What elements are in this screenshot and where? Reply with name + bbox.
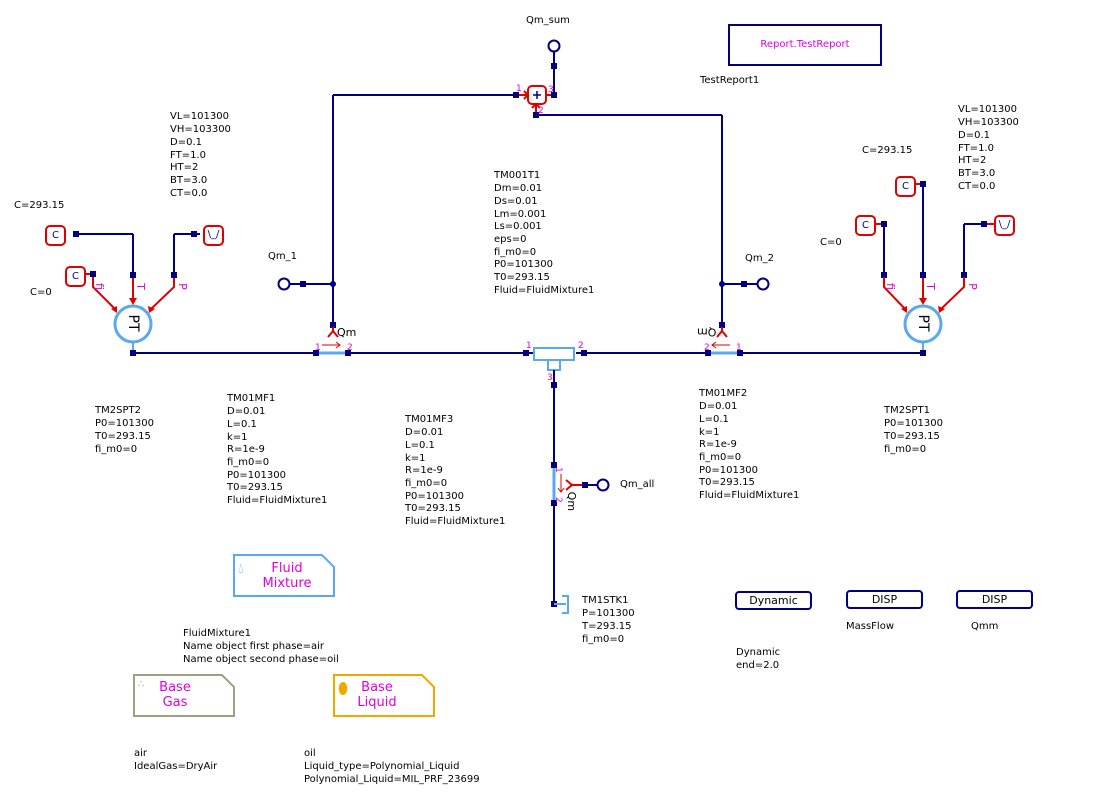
qm-all-flow-label: Qm <box>565 491 579 512</box>
right-flow-wire <box>536 114 770 338</box>
left-temp-const-label: C=293.15 <box>14 200 65 211</box>
right-fi-const-block[interactable]: C <box>855 215 876 236</box>
dynamic-block[interactable]: Dynamic <box>735 591 812 610</box>
disp-qmm-name: Qmm <box>971 621 999 632</box>
svg-text:1: 1 <box>516 84 522 94</box>
svg-text:1: 1 <box>736 343 742 353</box>
valve-glyph-icon: \_/ <box>998 219 1011 230</box>
report-label: Report.TestReport <box>760 39 850 50</box>
right-pt-source[interactable] <box>874 181 994 356</box>
pipe-mf2[interactable]: 2 1 <box>704 341 743 356</box>
svg-text:2: 2 <box>553 497 563 503</box>
svg-text:1: 1 <box>526 341 532 351</box>
svg-text:2: 2 <box>538 106 544 116</box>
const-glyph: C <box>72 271 79 282</box>
right-temp-const-block[interactable]: C <box>895 176 916 197</box>
disp-massflow-block[interactable]: DISP <box>846 590 923 609</box>
left-temp-const-block[interactable]: C <box>45 225 66 246</box>
disp-qmm-block[interactable]: DISP <box>956 590 1033 609</box>
left-flow-wire <box>277 92 519 338</box>
right-pin-fi: fi <box>883 283 897 290</box>
left-fi-const-label: C=0 <box>30 287 52 298</box>
const-glyph: C <box>862 220 869 231</box>
sum-block[interactable]: 1 3 2 <box>516 39 561 119</box>
qm-2-label: Qm_2 <box>745 253 774 264</box>
left-pressure-source-block[interactable]: \_/ <box>203 225 224 246</box>
base-gas-block[interactable] <box>133 674 235 717</box>
right-temp-const-label: C=293.15 <box>862 145 913 156</box>
report-name: TestReport1 <box>700 75 760 86</box>
qm-1-label: Qm_1 <box>268 251 297 262</box>
right-pin-t: T <box>923 283 937 290</box>
svg-text:1: 1 <box>315 343 321 353</box>
svg-text:3: 3 <box>548 85 554 95</box>
qm-left-flow-label: Qm <box>337 326 357 339</box>
svg-text:3: 3 <box>547 373 553 383</box>
fluid-mixture-block[interactable] <box>233 554 335 597</box>
left-pin-fi: fi <box>92 283 106 290</box>
left-pin-p: P <box>175 283 189 290</box>
right-pt-glyph: PT <box>915 314 931 332</box>
right-fi-const-label: C=0 <box>820 237 842 248</box>
disp-massflow-name: MassFlow <box>846 621 895 632</box>
const-glyph: C <box>52 230 59 241</box>
tee-junction[interactable]: 1 2 3 <box>523 341 587 383</box>
svg-text:2: 2 <box>578 341 584 351</box>
left-pt-glyph: PT <box>125 314 141 332</box>
base-liquid-block[interactable] <box>333 674 435 717</box>
left-pt-source[interactable] <box>73 231 200 356</box>
svg-text:2: 2 <box>704 343 710 353</box>
qm-sum-label: Qm_sum <box>526 15 570 26</box>
const-glyph: C <box>902 181 909 192</box>
qm-right-flow-label: Qm <box>697 325 717 339</box>
report-block[interactable]: Report.TestReport <box>728 24 882 66</box>
pipe-mf1[interactable]: 1 2 <box>313 341 353 356</box>
svg-text:1: 1 <box>553 467 563 473</box>
left-pin-t: T <box>133 283 147 290</box>
right-pin-p: P <box>965 283 979 290</box>
left-fi-const-block[interactable]: C <box>65 266 86 287</box>
svg-text:2: 2 <box>347 343 353 353</box>
gas-bubbles-icon: ∴ <box>138 679 145 690</box>
right-pressure-source-block[interactable]: \_/ <box>994 215 1015 236</box>
qm-all-sensor[interactable] <box>565 478 610 492</box>
liquid-drop-icon: ⬮ <box>338 679 349 698</box>
stack-terminal[interactable] <box>554 595 569 614</box>
branch-wire: 1 2 <box>551 370 565 607</box>
qm-all-label: Qm_all <box>620 479 655 490</box>
valve-glyph-icon: \_/ <box>207 229 220 240</box>
droplet-icon: 💧︎ <box>238 561 244 577</box>
